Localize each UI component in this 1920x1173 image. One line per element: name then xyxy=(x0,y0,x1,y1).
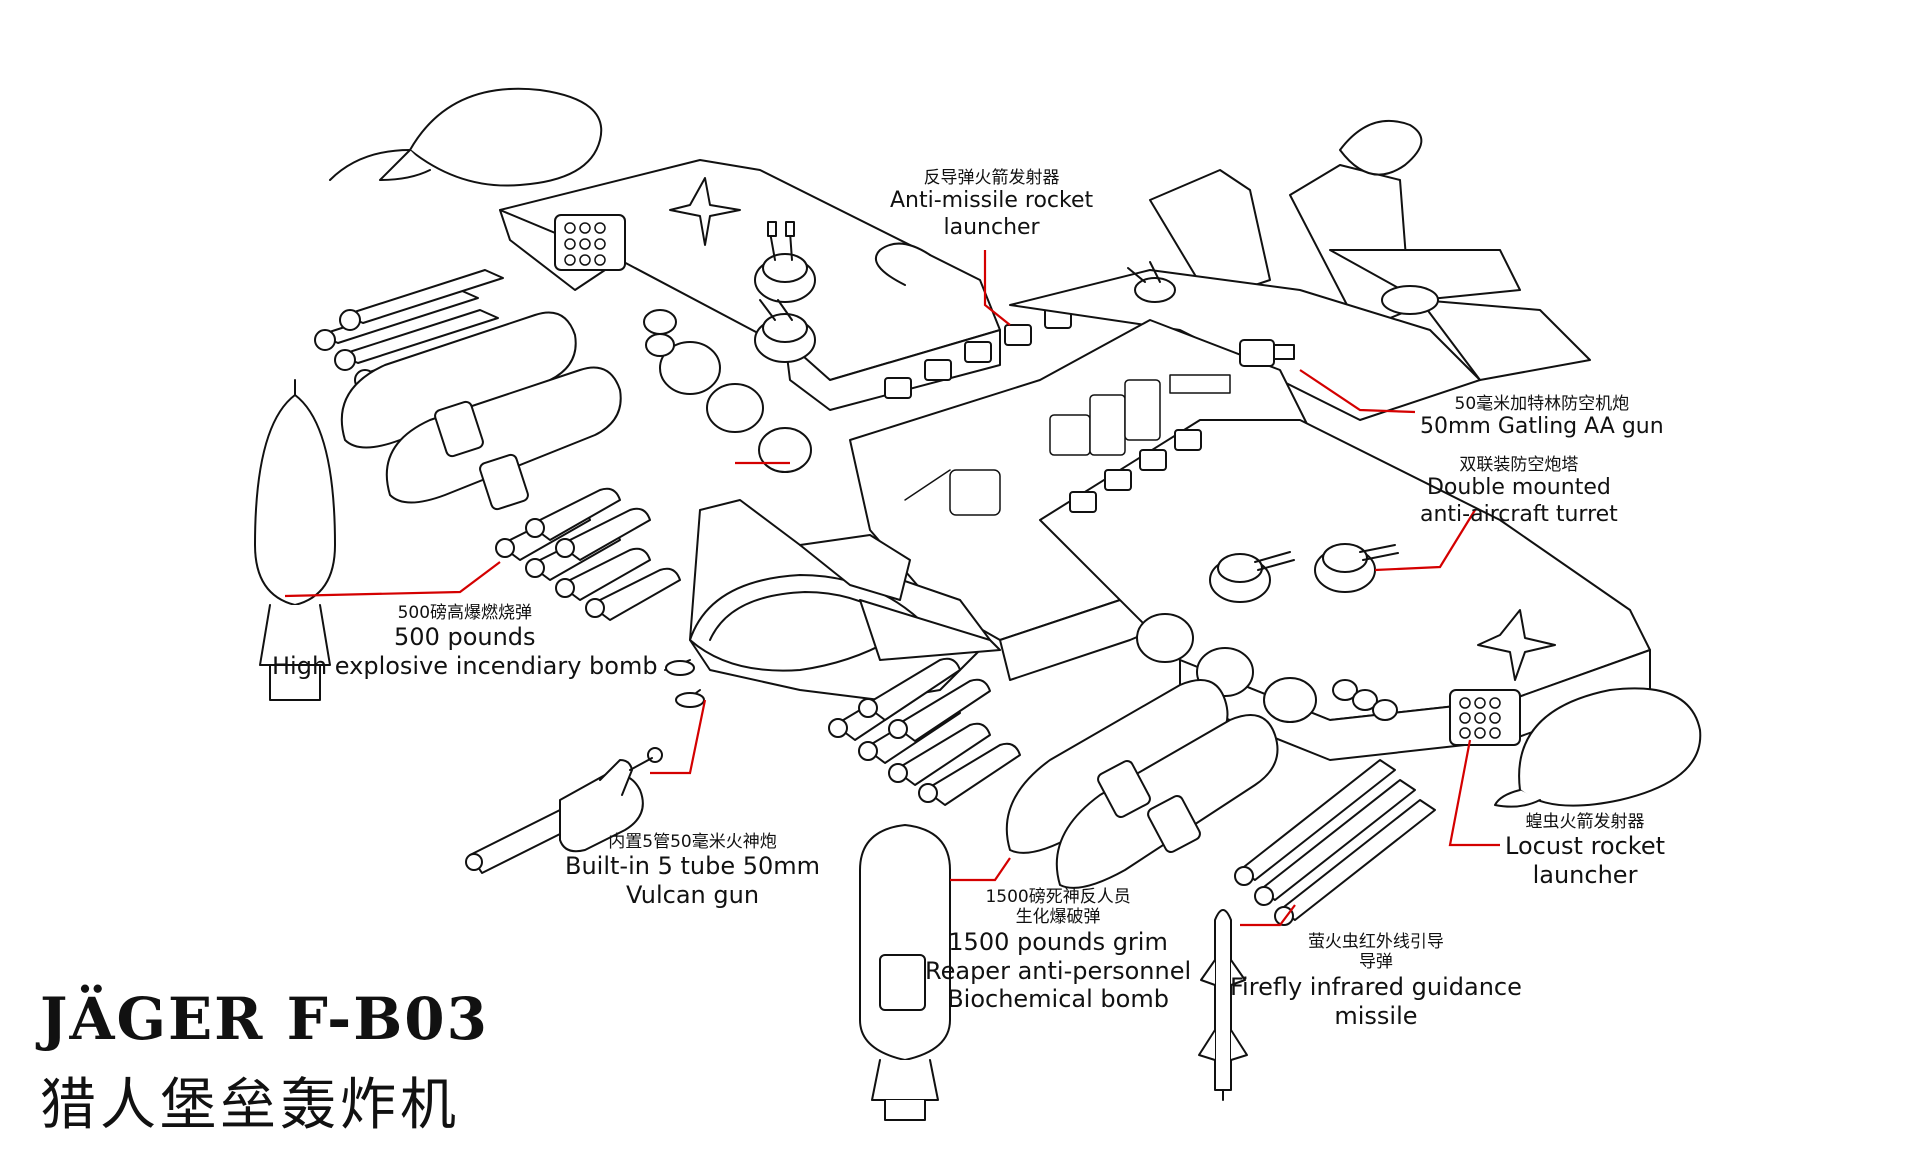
anti-missile-label-en-1: Anti-missile rocket xyxy=(890,188,1094,214)
left-wing xyxy=(329,87,1001,473)
small-bomb-cluster-left xyxy=(495,487,681,621)
locust-label-en-2: launcher xyxy=(1532,861,1638,890)
tail-pod xyxy=(1339,119,1423,176)
anti-missile-label-zh: 反导弹火箭发射器 xyxy=(923,168,1060,188)
bomb-500lb xyxy=(254,379,336,701)
leader-vulcan xyxy=(650,699,707,775)
wingtip-pod-left xyxy=(409,87,603,187)
wing-insignia xyxy=(669,177,741,246)
firefly-label-en-1: Firefly infrared guidance xyxy=(1230,972,1522,1001)
bomb1500-label-zh-1: 1500磅死神反人员 xyxy=(985,887,1131,907)
leader-anti-missile xyxy=(983,250,1011,326)
callout-locust: 蝗虫火箭发射器 Locust rocket launcher xyxy=(1505,812,1665,890)
wingtip-pod-right xyxy=(1518,687,1702,807)
leader-lines xyxy=(284,250,1500,927)
large-bombs-center xyxy=(1005,679,1279,889)
vulcan-label-en-1: Built-in 5 tube 50mm xyxy=(565,852,821,881)
cockpit-nose xyxy=(664,499,1001,708)
wing-insignia-right xyxy=(1477,609,1556,681)
gatling-label-zh: 50毫米加特林防空机炮 xyxy=(1454,394,1630,414)
leader-gatling xyxy=(1299,369,1416,414)
model-title: JÄGER F-B03 xyxy=(40,985,489,1053)
callout-turret: 双联装防空炮塔 Double mounted anti-aircraft tur… xyxy=(1420,455,1618,528)
aa-turret-right-1 xyxy=(1209,551,1295,603)
firefly-missile-standing xyxy=(1198,909,1248,1101)
firefly-label-zh-2: 导弹 xyxy=(1358,952,1393,973)
bomb500-label-en-2: High explosive incendiary bomb xyxy=(272,652,658,681)
leader-locust xyxy=(1448,739,1500,847)
locust-label-en-1: Locust rocket xyxy=(1505,832,1666,861)
aa-turret-right-2 xyxy=(1314,543,1399,593)
aa-turret-left-1 xyxy=(754,221,816,303)
aa-turret-left-2 xyxy=(754,299,816,363)
model-name-zh: 猎人堡垒轰炸机 xyxy=(40,1073,460,1138)
callout-firefly: 萤火虫红外线引导 导弹 Firefly infrared guidance mi… xyxy=(1230,932,1522,1030)
leader-bomb500 xyxy=(284,561,501,598)
turret-label-en-2: anti-aircraft turret xyxy=(1420,501,1618,527)
firefly-label-zh-1: 萤火虫红外线引导 xyxy=(1307,932,1444,952)
leader-bomb1500 xyxy=(950,857,1011,882)
locust-label-zh: 蝗虫火箭发射器 xyxy=(1525,812,1645,832)
leader-firefly xyxy=(1240,904,1296,927)
callout-vulcan: 内置5管50毫米火神炮 Built-in 5 tube 50mm Vulcan … xyxy=(565,832,820,910)
vulcan-gun xyxy=(465,747,663,874)
vulcan-label-zh: 内置5管50毫米火神炮 xyxy=(608,832,777,852)
turret-label-en-1: Double mounted xyxy=(1426,475,1611,501)
bomb500-label-en-1: 500 pounds xyxy=(394,623,536,652)
anti-missile-launchers xyxy=(884,307,1072,399)
gatling-label-en: 50mm Gatling AA gun xyxy=(1420,414,1664,440)
callout-bomb500: 500磅高爆燃烧弹 500 pounds High explosive ince… xyxy=(272,603,658,681)
bomb1500-label-zh-2: 生化爆破弹 xyxy=(1015,907,1101,928)
turret-label-zh: 双联装防空炮塔 xyxy=(1459,455,1579,475)
tail-turret xyxy=(1127,261,1176,303)
firefly-label-en-2: missile xyxy=(1334,1001,1418,1030)
small-bomb-cluster-center xyxy=(828,657,1021,806)
bomb500-label-zh: 500磅高爆燃烧弹 xyxy=(397,603,533,623)
callout-gatling: 50毫米加特林防空机炮 50mm Gatling AA gun xyxy=(1420,394,1664,441)
anti-missile-label-en-2: launcher xyxy=(943,214,1040,240)
vulcan-label-en-2: Vulcan gun xyxy=(625,881,760,910)
bomb1500-label-en-2: Reaper anti-personnel xyxy=(925,956,1192,985)
leader-turret xyxy=(1374,509,1476,572)
bomb1500-label-en-3: Biochemical bomb xyxy=(947,985,1169,1014)
large-bombs-left xyxy=(340,311,622,511)
callout-anti-missile: 反导弹火箭发射器 Anti-missile rocket launcher xyxy=(890,168,1093,241)
callout-bomb1500: 1500磅死神反人员 生化爆破弹 1500 pounds grim Reaper… xyxy=(925,887,1191,1014)
bomb1500-label-en-1: 1500 pounds grim xyxy=(948,927,1168,956)
bomb-1500lb xyxy=(859,824,951,1121)
firefly-missile-cluster xyxy=(1234,759,1436,926)
gatling-guns xyxy=(1069,339,1295,513)
